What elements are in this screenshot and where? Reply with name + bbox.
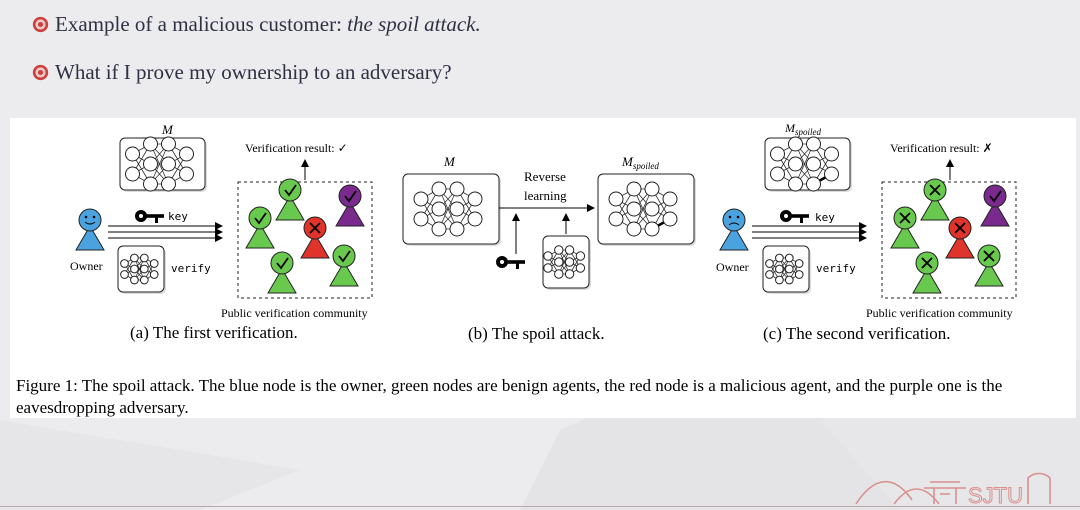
benign-agent — [890, 206, 920, 249]
panel-c-community-box — [881, 181, 1017, 299]
panel-a-verify-label: verify — [171, 262, 211, 275]
panel-b-model-label: M — [443, 154, 456, 169]
adversary-agent — [335, 184, 365, 227]
bullet-emphasis: the spoil attack. — [347, 12, 481, 36]
reverse-learning-line1: Reverse — [524, 169, 566, 184]
bullet-text: Example of a malicious customer: — [55, 12, 342, 36]
panel-a-caption: (a) The first verification. — [130, 323, 298, 342]
panel-a-community-box — [237, 181, 373, 299]
panel-c-verify-network — [762, 245, 811, 294]
benign-agent — [275, 178, 305, 221]
panel-b-spoiled-network — [597, 173, 696, 246]
panel-b-verify-network — [542, 235, 591, 290]
panel-c-verification-result: Verification result: ✗ — [890, 141, 993, 155]
benign-agent — [245, 206, 275, 249]
panel-b-spoiled-model-label: Mspoiled — [621, 154, 659, 171]
footer-divider — [0, 506, 1080, 507]
benign-agent — [912, 251, 942, 294]
owner-avatar-c — [719, 208, 749, 251]
panel-b-original-network — [402, 173, 501, 246]
panel-c-key-icon — [780, 210, 809, 223]
panel-a-model-label: M — [161, 122, 174, 137]
figure-panel: M Verification result: ✓ key verify Owne… — [10, 118, 1076, 418]
adversary-agent — [980, 184, 1010, 227]
panel-c-verify-label: verify — [816, 262, 856, 275]
figure-caption: Figure 1: The spoil attack. The blue nod… — [16, 376, 1003, 417]
benign-agent — [329, 244, 359, 287]
panel-a-verification-result: Verification result: ✓ — [245, 141, 348, 155]
logo-text: SJTU — [968, 483, 1023, 506]
panel-c-spoiled-network — [764, 136, 852, 192]
benign-agent — [267, 251, 297, 294]
panel-b-key-icon — [496, 256, 525, 269]
panel-a-verify-network — [117, 245, 166, 294]
panel-a-key-label: key — [168, 210, 188, 223]
malicious-agent — [945, 216, 975, 259]
panel-a-key-icon — [135, 210, 164, 223]
panel-a-model-network — [119, 136, 207, 192]
benign-agent — [974, 244, 1004, 287]
panel-c-caption: (c) The second verification. — [763, 324, 951, 343]
benign-agent — [920, 178, 950, 221]
bullet-prove-ownership: What if I prove my ownership to an adver… — [32, 60, 452, 85]
panel-c-owner-label: Owner — [716, 260, 749, 274]
panel-a-community-label: Public verification community — [221, 306, 368, 320]
malicious-agent — [300, 216, 330, 259]
panel-c-community-label: Public verification community — [866, 306, 1013, 320]
bullet-flower-icon — [32, 16, 49, 33]
bullet-spoil-attack: Example of a malicious customer: the spo… — [32, 12, 481, 37]
panel-c-key-label: key — [815, 211, 835, 224]
panel-a-owner-label: Owner — [70, 259, 103, 273]
bullet-text: What if I prove my ownership to an adver… — [55, 60, 452, 84]
sjtu-logo: SJTU — [855, 472, 1051, 506]
reverse-learning-line2: learning — [524, 188, 567, 203]
bullet-flower-icon — [32, 64, 49, 81]
spoil-attack-diagram: M Verification result: ✓ key verify Owne… — [70, 121, 1017, 343]
panel-b-caption: (b) The spoil attack. — [468, 324, 605, 343]
owner-avatar-a — [75, 208, 105, 251]
panel-c-model-label: Mspoiled — [784, 121, 821, 137]
